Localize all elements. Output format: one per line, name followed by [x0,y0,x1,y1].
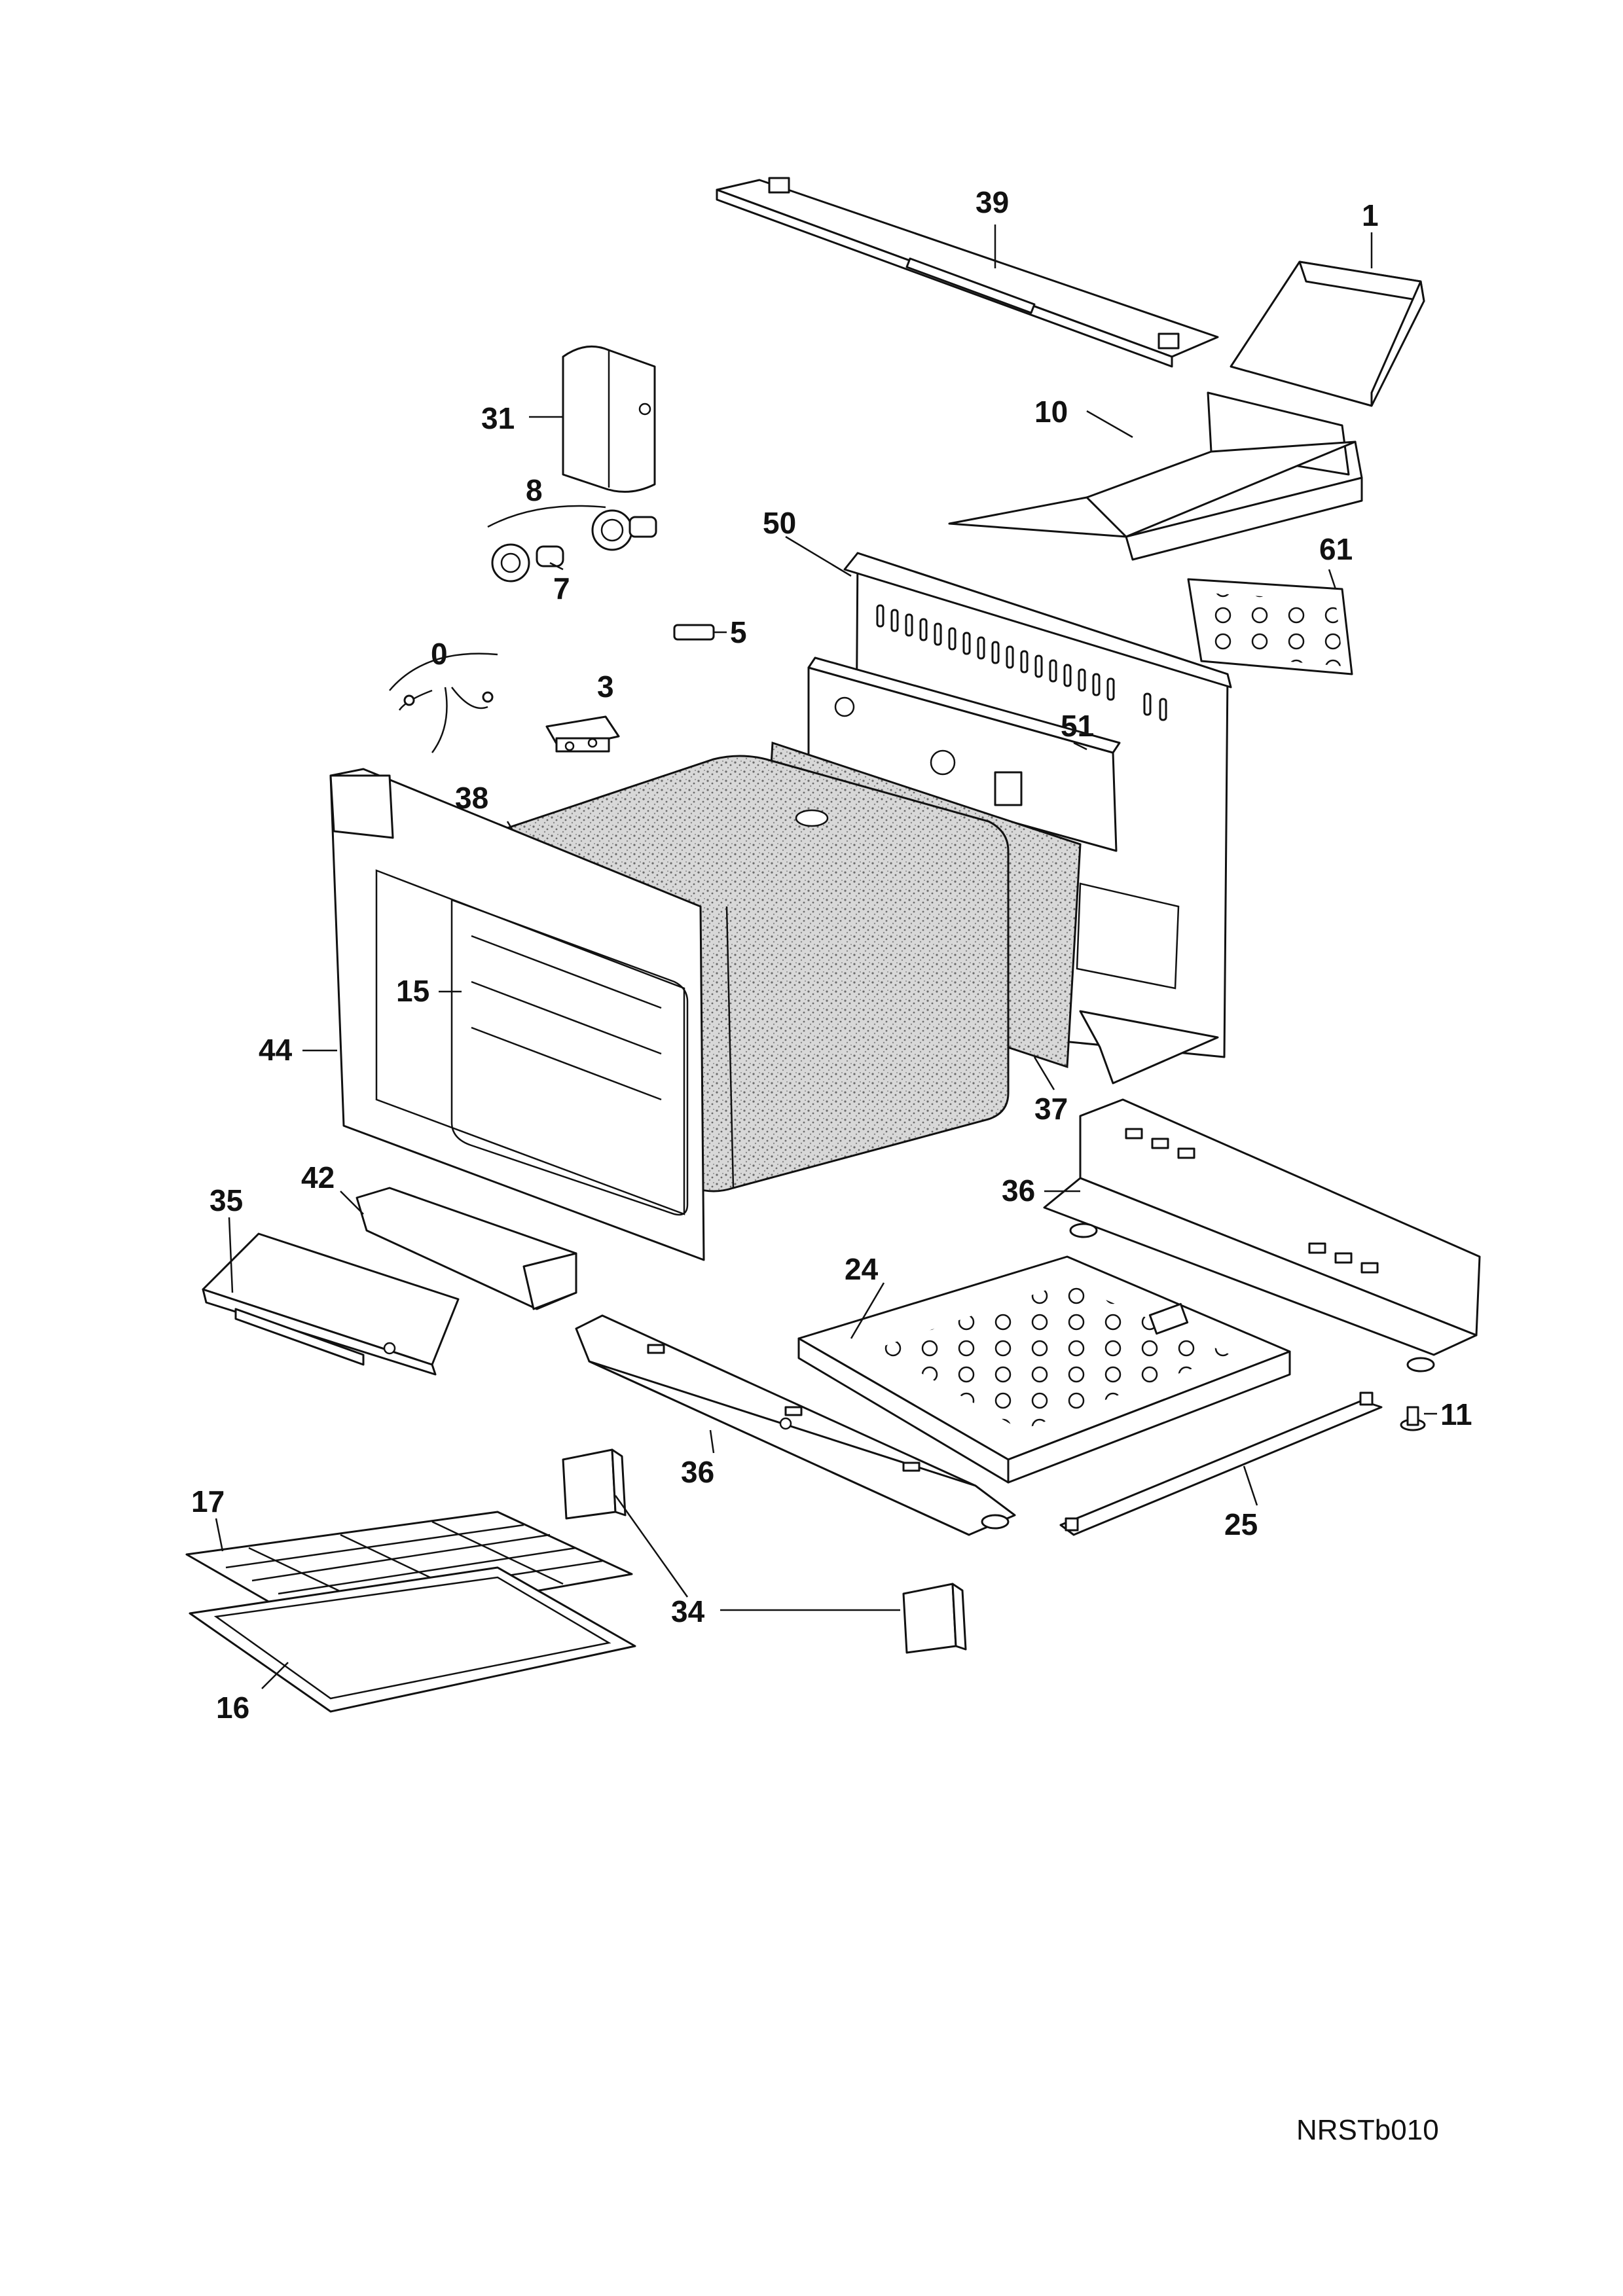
part-vent-duct [1230,232,1425,407]
part-door-seal [439,899,689,1216]
reference-code: NRSTb010 [1296,2114,1439,2146]
part-heat-deflector [340,1187,577,1310]
part-baking-tray [189,1566,636,1713]
part-clip [673,624,727,641]
part-fan-plate [807,656,1121,852]
part-lamp-cover [529,345,656,493]
part-perforated-plate [1187,569,1353,675]
callout-7: 7 [553,571,570,605]
callout-5: 5 [730,615,747,649]
callout-36-lower: 36 [681,1455,714,1489]
part-top-panel [948,391,1363,561]
part-wiring [389,653,498,753]
callout-42: 42 [301,1160,335,1194]
callout-37: 37 [1034,1092,1068,1126]
callout-50: 50 [763,506,796,540]
callout-11: 11 [1440,1397,1472,1431]
callout-1: 1 [1362,198,1379,232]
part-lamp-assembly [487,505,657,583]
part-right-rail [1043,1098,1481,1372]
callout-34: 34 [671,1594,705,1628]
callout-17: 17 [191,1484,225,1518]
part-terminal-block [545,715,620,753]
callout-38: 38 [455,781,488,815]
part-runner-bar [1059,1391,1383,1536]
callout-15: 15 [396,974,429,1008]
back-panel-vent-slots [876,604,1167,721]
callout-31: 31 [481,401,515,435]
callout-35: 35 [210,1183,243,1217]
part-screw [1400,1406,1437,1431]
part-spacer-left [562,1448,627,1520]
callout-61: 61 [1319,532,1353,566]
leader-34a [614,1495,689,1598]
callout-8: 8 [526,473,543,507]
part-drip-tray [797,1255,1291,1484]
part-base-tray [202,1217,460,1376]
callout-0: 0 [431,637,448,671]
part-left-rail [575,1314,1016,1536]
callout-10: 10 [1034,395,1068,429]
callout-44: 44 [259,1033,293,1067]
callout-25: 25 [1224,1507,1258,1541]
callout-labels: 39 1 31 10 8 50 61 7 5 0 3 51 38 15 44 3… [191,185,1472,1725]
callout-3: 3 [597,670,614,704]
callout-39: 39 [976,185,1009,219]
callout-51: 51 [1061,709,1094,743]
part-spacer-right [902,1583,967,1654]
callout-36-upper: 36 [1002,1174,1035,1208]
callout-16: 16 [216,1691,249,1725]
callout-24: 24 [845,1252,879,1286]
part-top-rail [716,177,1219,368]
